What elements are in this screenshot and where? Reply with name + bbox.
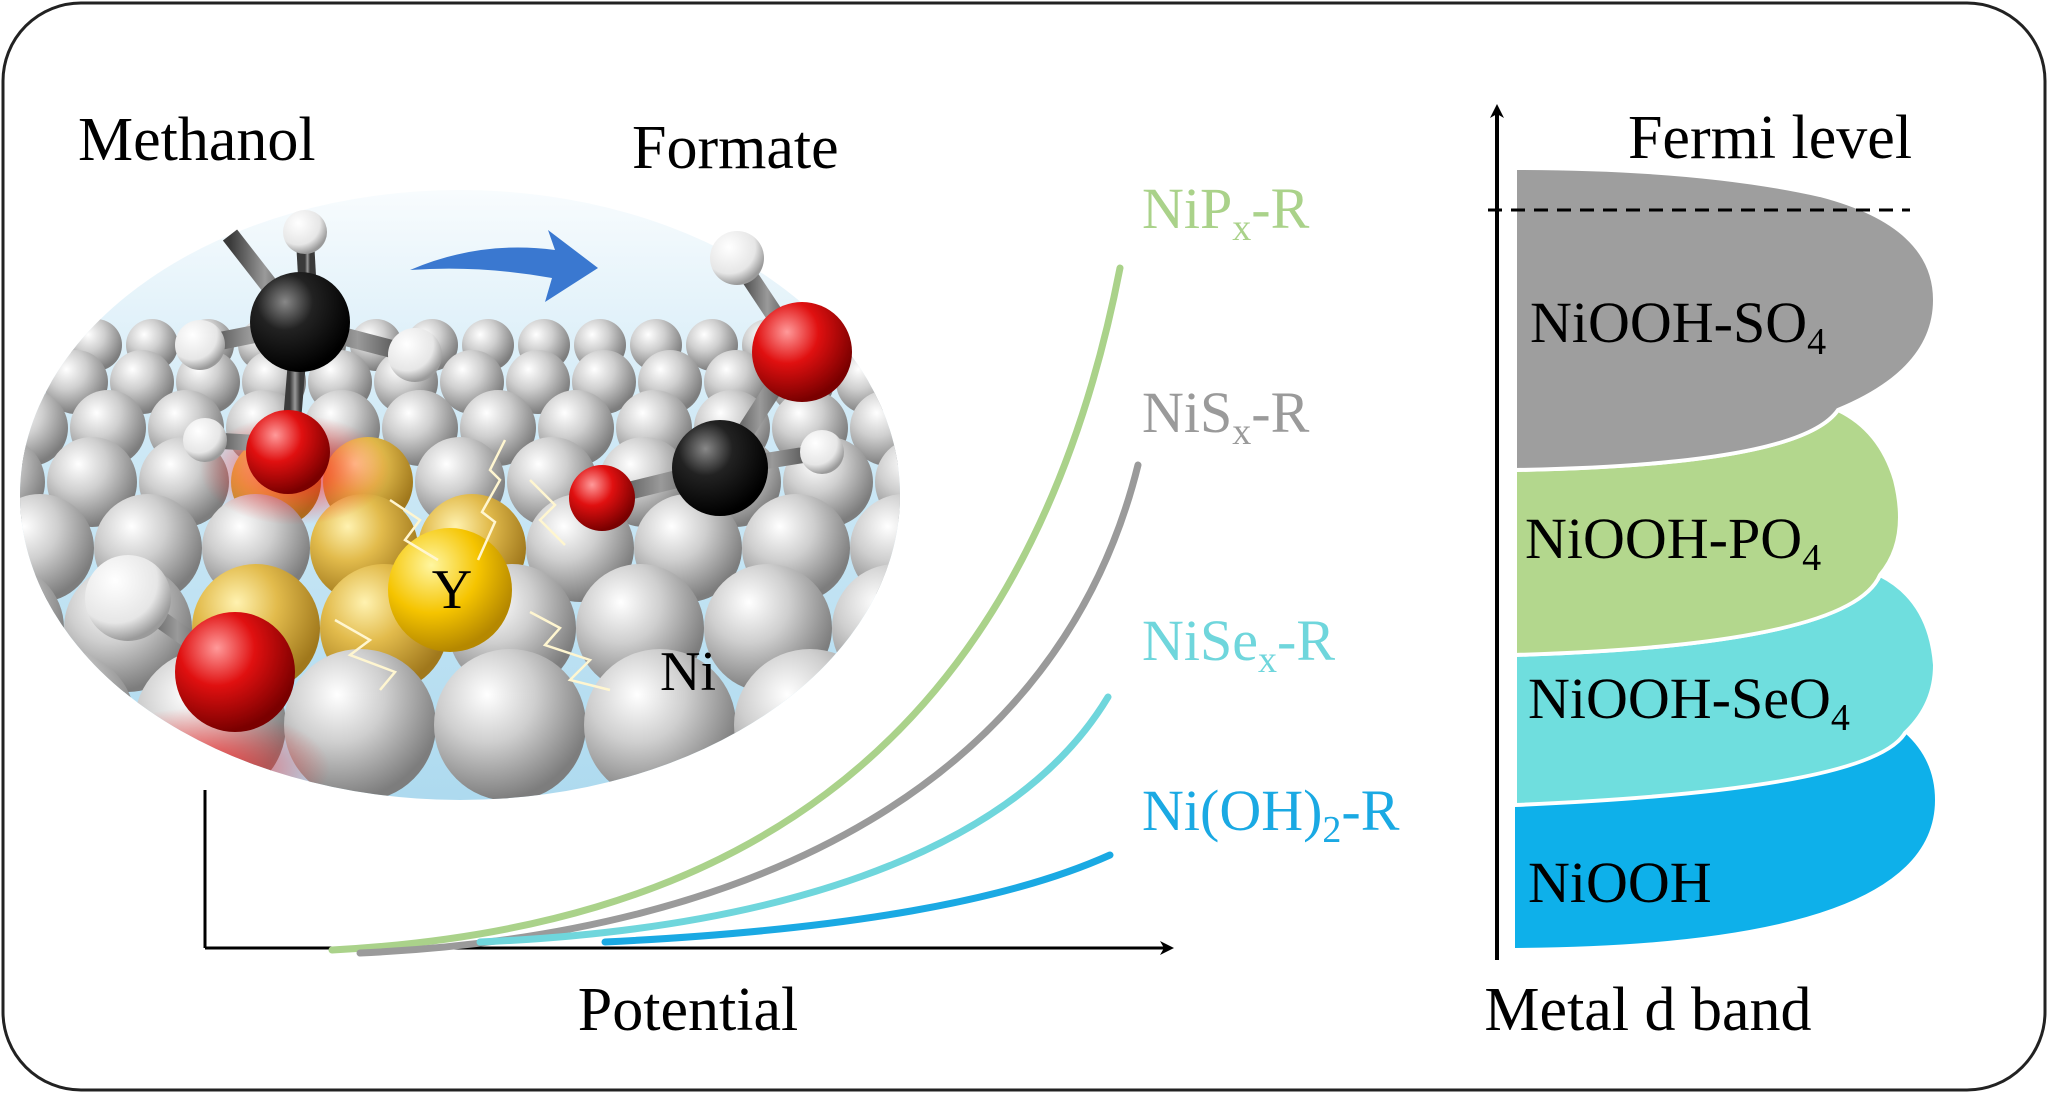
metal-d-band-label: Metal d band <box>1484 976 1811 1044</box>
formate-molecule <box>569 231 852 531</box>
d-band-panel: Fermi level Metal d band NiOOH-SO4 NiOOH… <box>1484 104 1938 1044</box>
methanol-molecule <box>175 210 442 494</box>
dopant-label: Y <box>432 559 472 621</box>
band-niooh-so4 <box>1513 165 1938 473</box>
electron-lightning <box>334 439 611 692</box>
curve-nipx <box>328 264 1124 954</box>
potential-axis-label: Potential <box>578 976 798 1044</box>
nickel-atom <box>434 649 586 800</box>
band-niooh <box>1515 733 1935 948</box>
band-label-niooh: NiOOH <box>1528 850 1712 915</box>
series-label-nisex: NiSex-R <box>1142 608 1335 681</box>
reaction-arrow <box>410 230 598 302</box>
hydroxide-molecule <box>85 555 295 732</box>
band-label-niooh-seo4: NiOOH-SeO4 <box>1528 666 1850 739</box>
yttrium-atom <box>388 528 512 652</box>
series-label-nisx: NiSx-R <box>1142 380 1310 453</box>
reactant-label: Methanol <box>78 106 316 174</box>
band-label-niooh-po4: NiOOH-PO4 <box>1525 506 1821 579</box>
curve-nioh2 <box>601 851 1114 946</box>
nickel-atom <box>20 494 94 602</box>
host-label: Ni <box>660 641 716 703</box>
product-label: Formate <box>632 114 839 182</box>
fermi-level-label: Fermi level <box>1628 104 1912 172</box>
nickel-atom <box>850 390 900 466</box>
series-label-nioh2: Ni(OH)2-R <box>1142 778 1400 851</box>
series-label-nipx: NiPx-R <box>1142 176 1310 249</box>
potential-curves-panel: Potential NiPx-R NiSx-R NiSex-R Ni(OH)2-… <box>203 176 1400 1044</box>
curve-nisex <box>476 693 1112 946</box>
band-label-niooh-so4: NiOOH-SO4 <box>1530 290 1826 363</box>
